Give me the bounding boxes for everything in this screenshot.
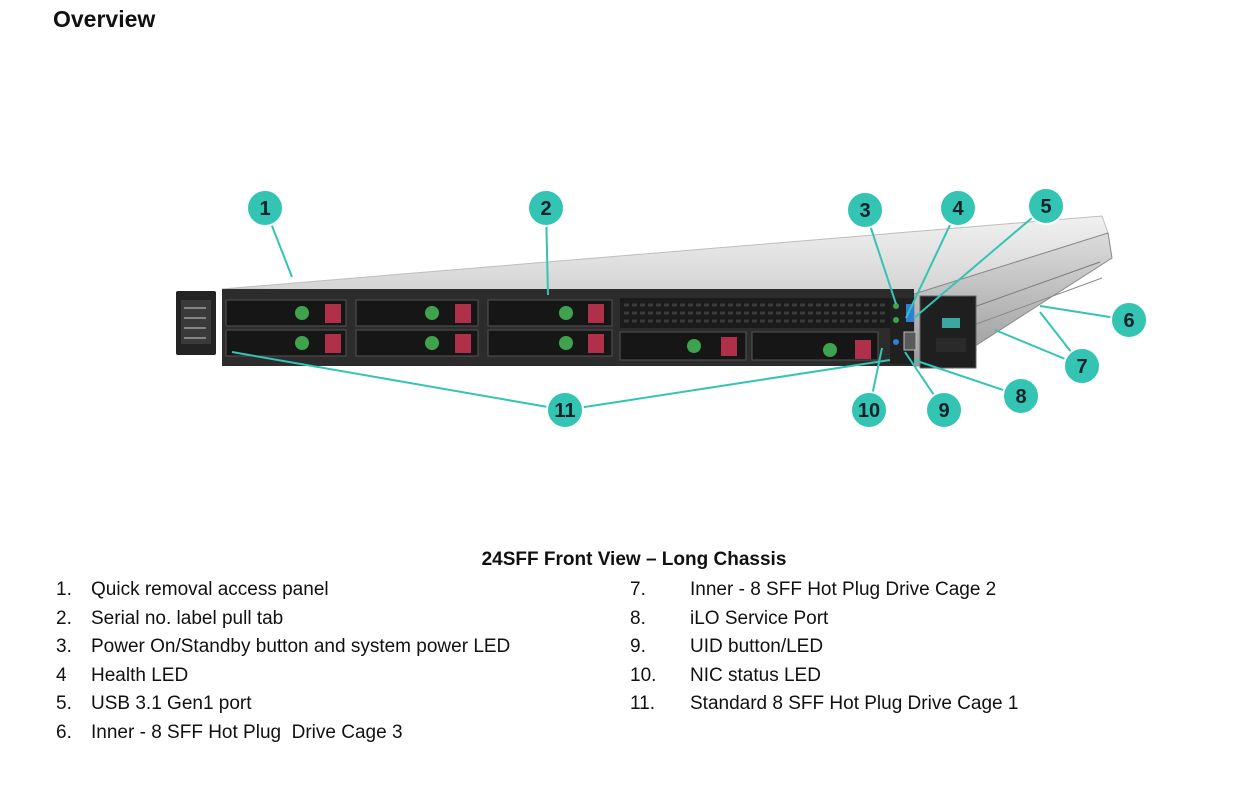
svg-text:7: 7 [1076,356,1087,378]
legend-number: 9. [630,636,646,657]
legend-text: USB 3.1 Gen1 port [91,693,252,714]
legend-item: 1. Quick removal access panel [56,576,510,605]
legend-number: 3. [56,636,72,657]
svg-text:11: 11 [554,400,575,422]
callout-8: 8 [1002,377,1040,415]
legend-number: 4 [56,664,67,686]
drive-cage-2 [619,331,879,361]
callout-7: 7 [1063,347,1101,385]
drive-cage-1 [225,299,613,357]
legend-item: 2. Serial no. label pull tab [56,605,510,634]
callout-6: 6 [1110,301,1148,339]
callout-2: 2 [527,189,565,227]
callout-9: 9 [925,391,963,429]
legend-text: Health LED [91,664,189,686]
legend-text: Inner - 8 SFF Hot Plug Drive Cage 2 [690,579,997,600]
legend-item: 6. Inner - 8 SFF Hot Plug Drive Cage 3 [56,719,510,748]
control-panel [890,295,977,369]
legend-item: 8. iLO Service Port [630,605,1018,634]
server-chassis-illustration: 1 2 3 4 5 6 7 8 9 10 11 [176,187,1148,429]
svg-text:3: 3 [859,200,870,222]
svg-text:1: 1 [259,198,270,220]
legend-number: 8. [630,607,646,629]
callout-3: 3 [846,191,884,229]
legend-number: 5. [56,693,72,714]
callout-10: 10 [850,391,888,429]
legend-text: iLO Service Port [690,607,829,629]
callout-11: 11 [546,391,584,429]
legend-text: Inner - 8 SFF Hot Plug Drive Cage 3 [91,721,403,743]
svg-text:4: 4 [952,198,964,220]
svg-text:6: 6 [1123,310,1134,332]
legend-item: 5. USB 3.1 Gen1 port [56,690,510,719]
legend-item: 4 Health LED [56,662,510,691]
legend-item: 9. UID button/LED [630,633,1018,662]
svg-text:5: 5 [1040,196,1051,218]
legend-number: 7. [630,579,646,600]
legend-number: 10. [630,664,657,686]
callout-1: 1 [246,189,284,227]
callout-4: 4 [939,189,977,227]
legend-text: Serial no. label pull tab [91,607,284,629]
legend-text: Power On/Standby button and system power… [91,636,511,657]
svg-text:2: 2 [540,198,551,220]
legend-text: NIC status LED [690,664,821,686]
callout-5: 5 [1027,187,1065,225]
legend-number: 6. [56,721,72,743]
legend-number: 2. [56,607,72,629]
legend-item: 3. Power On/Standby button and system pow… [56,633,510,662]
legend-number: 1. [56,579,72,600]
legend-item: 10. NIC status LED [630,662,1018,691]
legend-text: Standard 8 SFF Hot Plug Drive Cage 1 [690,693,1019,714]
legend-item: 7. Inner - 8 SFF Hot Plug Drive Cage 2 [630,576,1018,605]
svg-text:9: 9 [938,400,949,422]
page-title: Overview [53,6,156,32]
legend-text: Quick removal access panel [91,579,329,600]
legend-text: UID button/LED [690,636,824,657]
vent-grille [620,298,890,328]
svg-text:8: 8 [1015,386,1026,408]
legend-item: 11. Standard 8 SFF Hot Plug Drive Cage 1 [630,690,1018,719]
legend-right-column: 7. Inner - 8 SFF Hot Plug Drive Cage 2 8.… [630,576,1018,719]
svg-text:10: 10 [858,400,880,422]
legend-left-column: 1. Quick removal access panel 2. Serial no… [56,576,510,747]
legend-number: 11. [630,693,656,714]
figure-caption: 24SFF Front View – Long Chassis [481,549,787,570]
